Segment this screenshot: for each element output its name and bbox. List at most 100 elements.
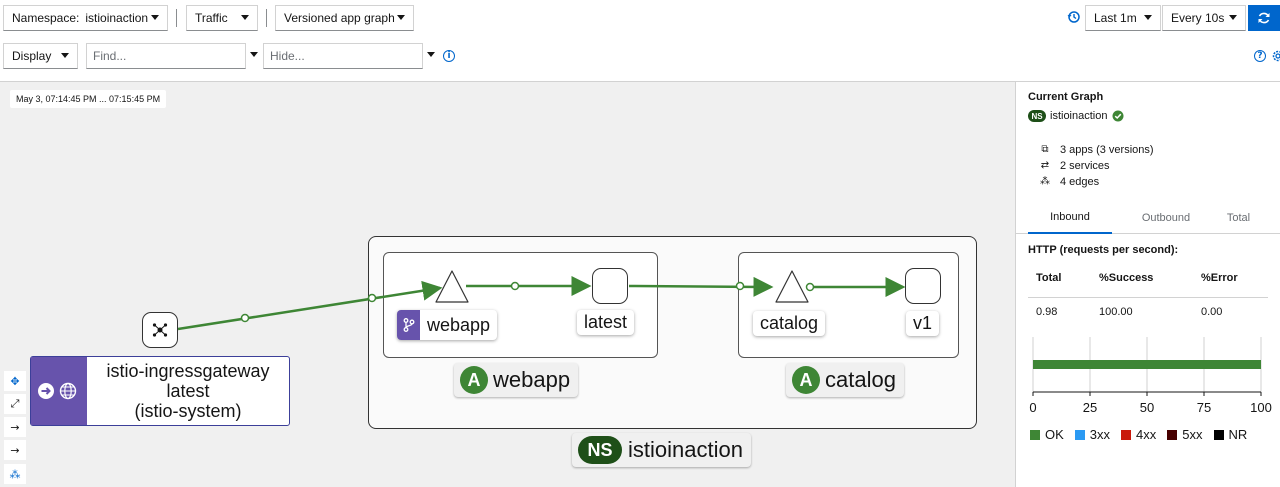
legend-item-nr: NR <box>1213 427 1247 442</box>
display-label: Display <box>12 49 52 63</box>
column-header: %Success <box>1099 272 1154 284</box>
layout-icon[interactable]: → <box>4 417 26 437</box>
sync-icon <box>1258 12 1270 24</box>
tab-outbound[interactable]: Outbound <box>1141 212 1191 224</box>
chart-legend: OK 3xx 4xx 5xx NR <box>1030 427 1258 442</box>
edge-midpoint <box>510 281 520 291</box>
app-label-webapp[interactable]: A webapp <box>454 363 579 397</box>
help-icon[interactable]: ? <box>1254 50 1266 62</box>
legend-label: 3xx <box>1089 427 1111 442</box>
edge-midpoint <box>735 281 745 291</box>
chevron-down-icon <box>1229 15 1237 20</box>
find-input[interactable]: Find... <box>86 43 246 69</box>
workload-node-catalog-v1[interactable] <box>905 268 941 304</box>
traffic-select[interactable]: Traffic <box>186 5 258 31</box>
info-icon[interactable]: i <box>443 50 455 62</box>
time-range-select[interactable]: Last 1m <box>1085 5 1161 31</box>
service-label-catalog[interactable]: catalog <box>753 311 826 336</box>
gateway-namespace: (istio-system) <box>134 401 242 421</box>
topology-icon[interactable]: ⁂ <box>4 464 26 484</box>
graph-type-select[interactable]: Versioned app graph <box>275 5 414 31</box>
hide-input[interactable]: Hide... <box>263 43 423 69</box>
graph-toolbar: Namespace: istioinaction Traffic Version… <box>0 0 1280 82</box>
legend-item-5xx: 5xx <box>1167 427 1203 442</box>
chevron-down-icon <box>397 15 405 20</box>
time-window-label: May 3, 07:14:45 PM ... 07:15:45 PM <box>10 90 167 108</box>
time-range-value: Last 1m <box>1094 11 1137 25</box>
namespace-label[interactable]: NS istioinaction <box>572 433 751 467</box>
chart-tick-label: 0 <box>1029 400 1036 415</box>
gateway-icon-strip <box>31 357 87 425</box>
chevron-down-icon <box>61 53 69 58</box>
version-label-v1[interactable]: v1 <box>906 311 940 336</box>
divider <box>266 9 267 27</box>
gateway-node[interactable]: istio-ingressgateway latest (istio-syste… <box>30 356 290 426</box>
column-header: %Error <box>1201 272 1238 284</box>
legend-swatch <box>1074 429 1085 440</box>
namespace-value: istioinaction <box>85 11 149 25</box>
chart-bar-ok[interactable] <box>1033 360 1261 369</box>
divider <box>176 9 177 27</box>
column-header: Total <box>1036 272 1062 284</box>
app-name: catalog <box>825 367 896 392</box>
settings-icon[interactable] <box>1271 49 1280 63</box>
rates-table-header: Total %Success %Error <box>1028 272 1268 298</box>
version-label-latest[interactable]: latest <box>577 310 635 335</box>
display-select[interactable]: Display <box>3 43 78 69</box>
legend-label: 5xx <box>1182 427 1203 442</box>
namespace-select[interactable]: Namespace: istioinaction <box>3 5 168 31</box>
edge-webapp-catalog[interactable] <box>628 276 774 297</box>
legend-item-ok: OK <box>1030 427 1064 442</box>
namespace-name[interactable]: istioinaction <box>1050 110 1108 122</box>
graph-stats: ⧉3 apps (3 versions) ⇄2 services ⁂4 edge… <box>1038 142 1154 190</box>
refresh-button[interactable] <box>1248 5 1280 31</box>
edge-midpoint <box>805 282 815 292</box>
ingress-icon <box>38 382 77 400</box>
traffic-label: Traffic <box>195 11 228 25</box>
edge-gateway-webapp[interactable] <box>177 280 443 331</box>
fit-icon[interactable]: ⤢ <box>4 394 26 414</box>
stat-edges-text: 4 edges <box>1060 176 1100 188</box>
layout-alt-icon[interactable]: → <box>4 440 26 460</box>
refresh-interval-select[interactable]: Every 10s <box>1162 5 1246 31</box>
legend-item-4xx: 4xx <box>1121 427 1156 442</box>
edges-icon: ⁂ <box>1040 176 1050 187</box>
chart-tick-label: 100 <box>1250 400 1272 415</box>
app-badge: A <box>792 366 820 394</box>
edge-midpoint <box>367 293 377 303</box>
legend-swatch <box>1030 429 1040 440</box>
namespace-name: istioinaction <box>628 437 743 462</box>
table-cell: 0.00 <box>1201 306 1223 318</box>
pan-icon[interactable]: ✥ <box>4 371 26 391</box>
service-node-catalog[interactable] <box>775 270 809 303</box>
stat-services-text: 2 services <box>1060 160 1110 172</box>
history-icon[interactable] <box>1067 10 1081 24</box>
app-label-catalog[interactable]: A catalog <box>786 363 904 397</box>
http-section-title: HTTP (requests per second): <box>1028 244 1179 256</box>
chart-tick-label: 50 <box>1140 400 1154 415</box>
app-badge: A <box>460 366 488 394</box>
find-placeholder: Find... <box>93 49 127 63</box>
aggregate-node[interactable] <box>142 312 178 348</box>
stat-edges: ⁂ 4 edges <box>1038 174 1154 190</box>
summary-panel: Current Graph NS istioinaction ⧉3 apps (… <box>1015 82 1280 487</box>
find-dropdown-icon[interactable] <box>250 52 258 57</box>
graph-edges <box>177 270 906 331</box>
tab-total[interactable]: Total <box>1226 212 1251 224</box>
service-node-webapp[interactable] <box>435 270 469 303</box>
traffic-tabs: Inbound Outbound Total <box>1016 202 1280 234</box>
services-icon: ⇄ <box>1040 160 1050 171</box>
workload-node-webapp-latest[interactable] <box>592 268 628 304</box>
chart-tick-label: 75 <box>1197 400 1211 415</box>
gateway-version: latest <box>166 381 210 401</box>
graph-canvas[interactable]: May 3, 07:14:45 PM ... 07:15:45 PM webap… <box>0 82 1015 487</box>
table-cell: 100.00 <box>1099 306 1133 318</box>
service-label-webapp[interactable]: webapp <box>397 310 498 340</box>
tab-inbound[interactable]: Inbound <box>1028 202 1112 234</box>
chevron-down-icon <box>1144 15 1152 20</box>
service-entry-icon <box>397 310 420 340</box>
chevron-down-icon <box>241 15 249 20</box>
hide-dropdown-icon[interactable] <box>427 52 435 57</box>
apps-icon: ⧉ <box>1041 144 1049 155</box>
